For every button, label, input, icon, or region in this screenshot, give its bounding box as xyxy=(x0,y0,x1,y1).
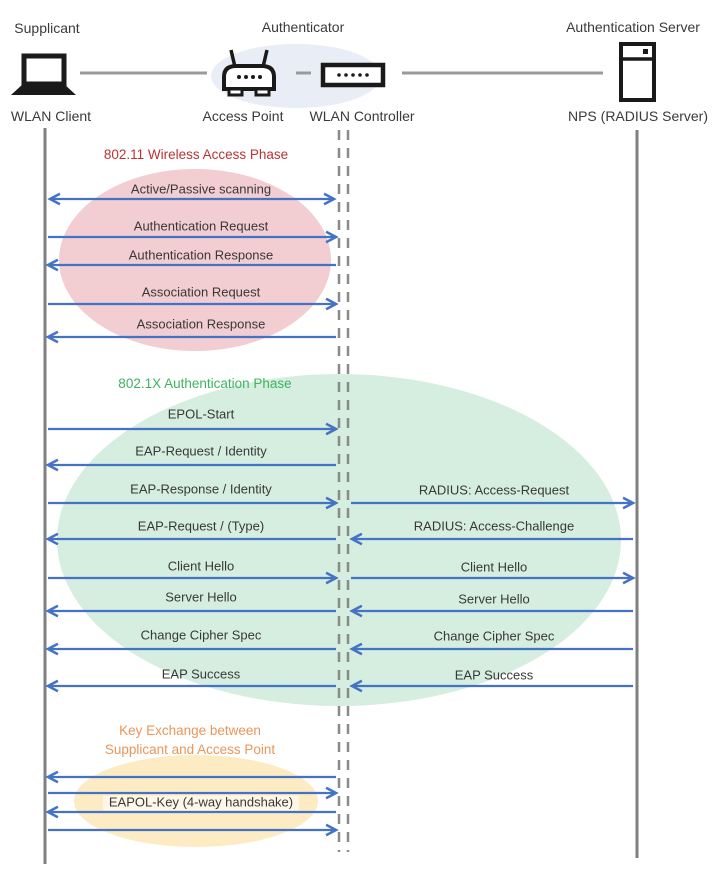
device-icons xyxy=(11,42,656,102)
role-authentication-server: Authentication Server xyxy=(566,18,700,35)
message-arrows-right xyxy=(351,503,633,686)
phase-title-80211: 802.11 Wireless Access Phase xyxy=(103,147,289,163)
phase-80211-ellipse xyxy=(59,169,331,351)
msg-authentication-response: Authentication Response xyxy=(128,247,274,263)
msg-radius-access-challenge: RADIUS: Access-Challenge xyxy=(413,518,575,534)
msg-eap-request-type: EAP-Request / (Type) xyxy=(137,518,265,534)
msg-eap-response-identity: EAP-Response / Identity xyxy=(130,481,272,497)
msg-change-cipher-spec-left: Change Cipher Spec xyxy=(140,627,262,643)
msg-association-request: Association Request xyxy=(141,284,261,300)
message-arrows-left xyxy=(48,199,336,830)
phase-8021x-ellipse xyxy=(57,374,621,706)
msg-change-cipher-spec-right: Change Cipher Spec xyxy=(433,628,555,644)
access-point-icon xyxy=(222,49,276,97)
role-supplicant: Supplicant xyxy=(14,19,80,36)
server-icon xyxy=(619,42,656,102)
msg-epol-start: EPOL-Start xyxy=(167,406,235,422)
msg-client-hello-right: Client Hello xyxy=(460,559,528,575)
role-authenticator: Authenticator xyxy=(261,18,345,35)
msg-active-passive-scanning: Active/Passive scanning xyxy=(130,181,272,197)
phase-title-key-exchange-line1: Key Exchange between xyxy=(119,723,261,739)
msg-eap-request-identity: EAP-Request / Identity xyxy=(135,443,267,459)
msg-client-hello-left: Client Hello xyxy=(167,558,235,574)
msg-server-hello-right: Server Hello xyxy=(458,591,530,607)
msg-eap-success-left: EAP Success xyxy=(161,666,241,682)
msg-authentication-request: Authentication Request xyxy=(133,218,269,234)
msg-association-response: Association Response xyxy=(136,316,266,332)
laptop-icon xyxy=(11,53,76,95)
phase-title-key-exchange-line2: Supplicant and Access Point xyxy=(104,742,276,758)
wlan-controller-icon xyxy=(320,62,386,88)
msg-eap-success-right: EAP Success xyxy=(454,667,534,683)
msg-server-hello-left: Server Hello xyxy=(165,589,237,605)
msg-radius-access-request: RADIUS: Access-Request xyxy=(418,482,570,498)
authenticator-highlight-ellipse xyxy=(211,44,381,108)
device-label-access-point: Access Point xyxy=(202,107,284,124)
lifelines xyxy=(43,128,639,864)
device-label-wlan-client: WLAN Client xyxy=(10,107,92,124)
msg-eapol-key: EAPOL-Key (4-way handshake) xyxy=(102,795,300,811)
device-label-nps-server: NPS (RADIUS Server) xyxy=(567,107,709,124)
phase-title-8021x: 802.1X Authentication Phase xyxy=(118,376,292,392)
device-label-wlan-controller: WLAN Controller xyxy=(309,107,415,124)
